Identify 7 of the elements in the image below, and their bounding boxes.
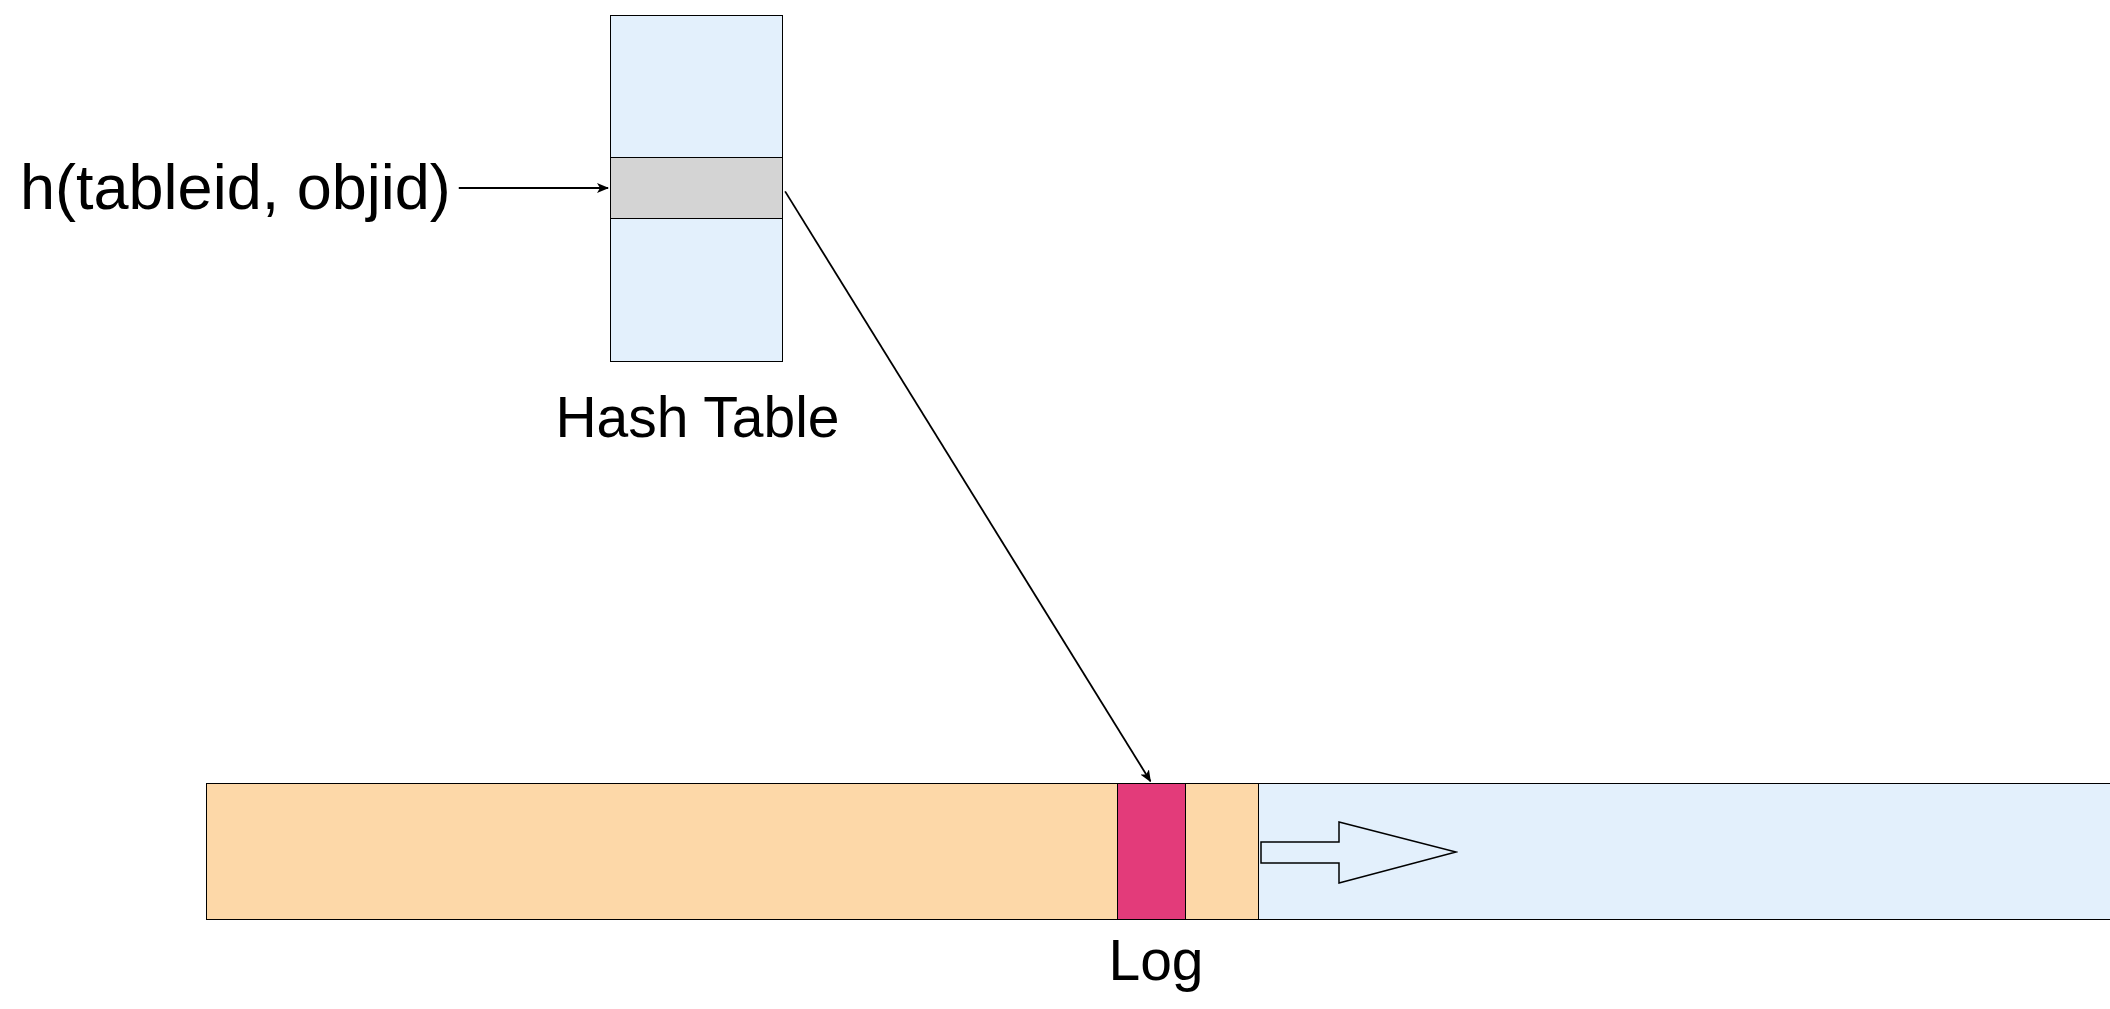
arrow bbox=[784, 190, 1152, 783]
node-label: Hash Table bbox=[554, 384, 841, 450]
hash-function-label: h(tableid, objid) bbox=[20, 156, 451, 220]
log-entry bbox=[1117, 783, 1186, 920]
node-label: Log bbox=[1107, 927, 1205, 993]
arrow bbox=[457, 183, 609, 193]
hash-slot bbox=[610, 157, 783, 219]
